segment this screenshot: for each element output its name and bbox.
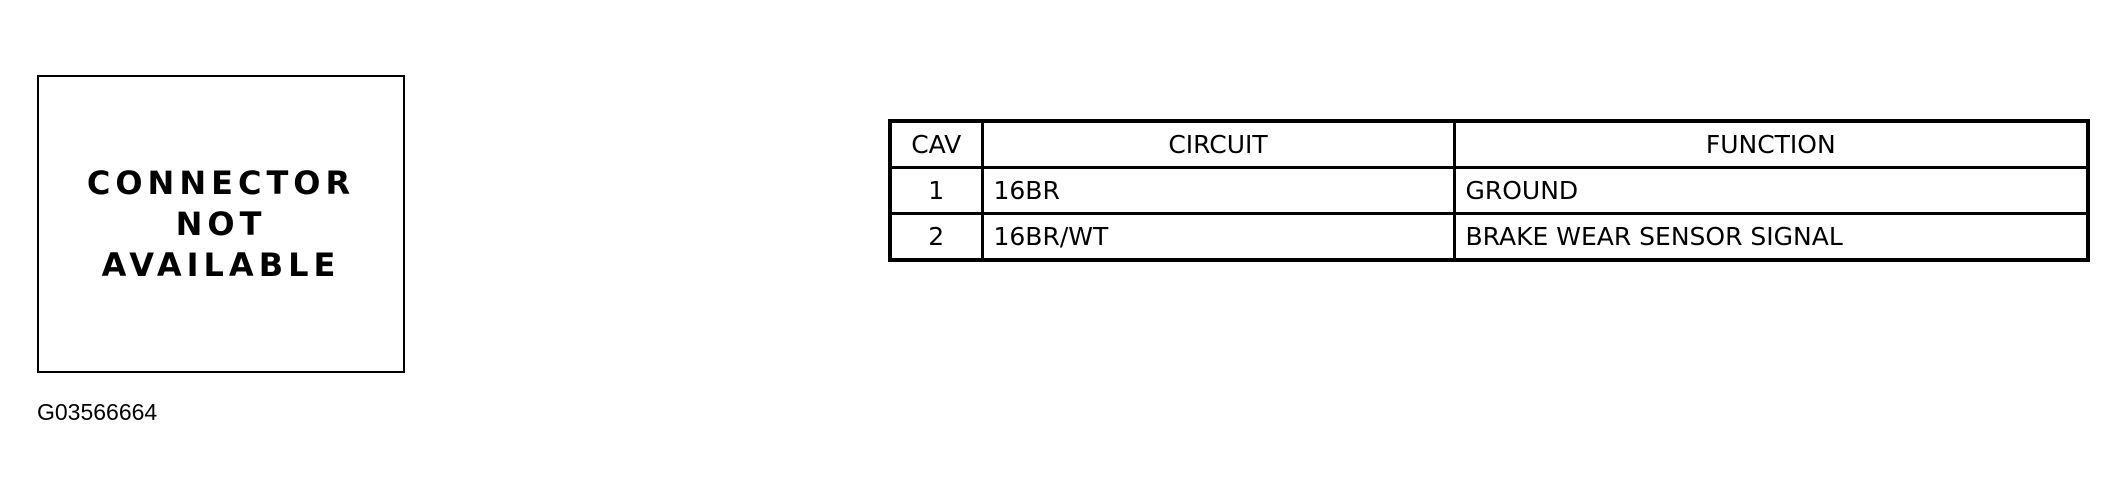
connector-text-line-2: NOT xyxy=(175,204,267,243)
function-cell: GROUND xyxy=(1452,166,2090,215)
header-circuit: CIRCUIT xyxy=(980,119,1456,169)
header-function: FUNCTION xyxy=(1452,119,2090,169)
connector-placeholder-box: CONNECTOR NOT AVAILABLE xyxy=(37,75,405,373)
figure-id: G03566664 xyxy=(37,399,158,425)
connector-text-line-1: CONNECTOR xyxy=(86,163,356,202)
cav-cell: 2 xyxy=(888,212,984,262)
connector-text-line-3: AVAILABLE xyxy=(101,245,341,284)
function-cell: BRAKE WEAR SENSOR SIGNAL xyxy=(1452,212,2090,262)
table-row: 2 16BR/WT BRAKE WEAR SENSOR SIGNAL xyxy=(888,212,2090,262)
header-cav: CAV xyxy=(888,119,984,169)
circuit-cell: 16BR xyxy=(980,166,1456,215)
cav-cell: 1 xyxy=(888,166,984,215)
table-row: 1 16BR GROUND xyxy=(888,166,2090,215)
table-header-row: CAV CIRCUIT FUNCTION xyxy=(888,119,2090,169)
circuit-cell: 16BR/WT xyxy=(980,212,1456,262)
connector-pinout-table: CAV CIRCUIT FUNCTION 1 16BR GROUND 2 16B… xyxy=(888,119,2090,262)
